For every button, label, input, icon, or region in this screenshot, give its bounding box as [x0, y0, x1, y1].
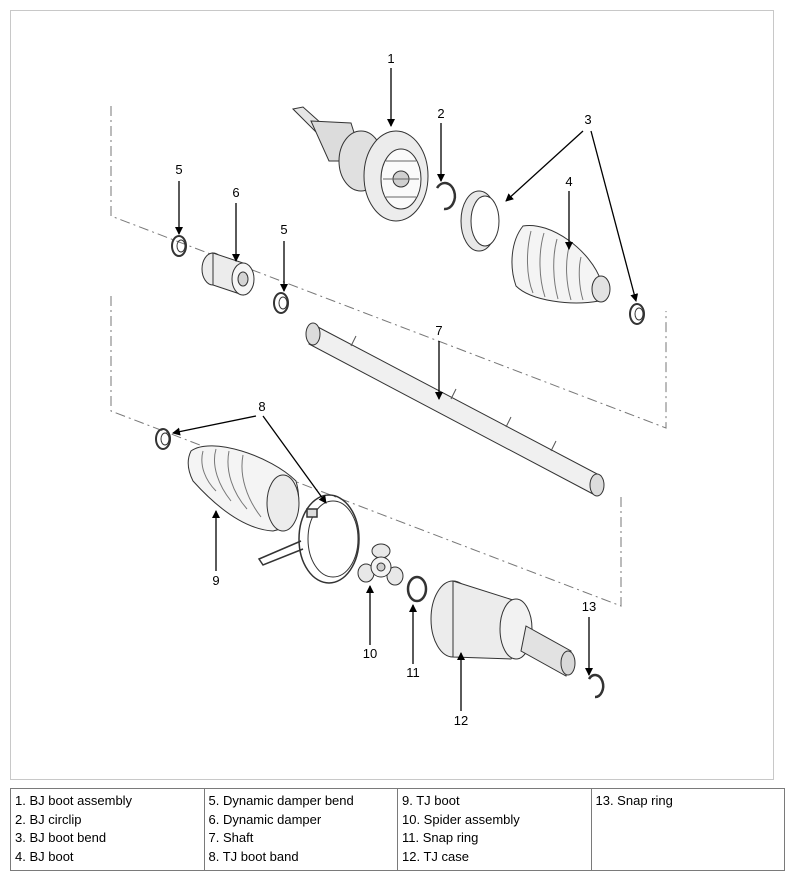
arrow-3b — [590, 130, 639, 302]
legend-item: 9. TJ boot — [402, 793, 460, 808]
legend-row: 1. BJ boot assembly 2. BJ circlip 3. BJ … — [10, 788, 785, 871]
parts-legend-table: 1. BJ boot assembly 2. BJ circlip 3. BJ … — [10, 788, 785, 871]
callout-10: 10 — [363, 646, 377, 661]
callout-2: 2 — [437, 106, 444, 121]
callout-labels: 1 2 3 4 5 5 6 7 8 9 10 11 12 13 — [175, 51, 596, 728]
tj-boot-band-part — [257, 494, 360, 584]
dynamic-damper-part — [201, 252, 255, 296]
legend-item: 5. Dynamic damper bend — [208, 793, 354, 808]
tj-snap-ring-part — [406, 575, 428, 603]
legend-item: 13. Snap ring — [595, 793, 673, 808]
tj-small-band-part — [155, 428, 171, 450]
shaft-part — [305, 322, 605, 497]
bj-small-band-part — [629, 303, 645, 325]
legend-item: 12. TJ case — [402, 848, 469, 864]
bj-boot-bend-part — [460, 190, 500, 252]
arrow-8a — [172, 415, 257, 436]
bj-circlip-part — [435, 181, 457, 211]
legend-item: 3. BJ boot bend — [15, 830, 107, 845]
callout-12: 12 — [454, 713, 468, 728]
tj-case-part — [430, 580, 576, 677]
legend-column-3: 9. TJ boot 10. Spider assembly 11. Snap … — [397, 788, 592, 871]
legend-item: 11. Snap ring — [402, 830, 479, 845]
legend-column-1: 1. BJ boot assembly 2. BJ circlip 3. BJ … — [10, 788, 205, 871]
alignment-guides — [110, 106, 667, 607]
callout-5a: 5 — [175, 162, 182, 177]
leader-arrows — [172, 68, 639, 711]
spider-assembly-part — [357, 543, 404, 586]
legend-item: 7. Shaft — [208, 830, 254, 845]
legend-item: 4. BJ boot — [15, 848, 74, 864]
drive-shaft-exploded-view: 1 2 3 4 5 5 6 7 8 9 10 11 12 13 — [110, 51, 667, 728]
callout-3: 3 — [584, 112, 591, 127]
callout-8: 8 — [258, 399, 265, 414]
arrow-3a — [505, 130, 584, 202]
bj-boot-assembly-part — [291, 106, 429, 222]
tj-boot-part — [187, 445, 300, 532]
legend-item: 1. BJ boot assembly — [15, 793, 133, 808]
exploded-diagram-panel: 1 2 3 4 5 5 6 7 8 9 10 11 12 13 — [10, 10, 774, 780]
bj-boot-part — [511, 224, 611, 304]
legend-item: 8. TJ boot band — [208, 848, 299, 864]
legend-column-2: 5. Dynamic damper bend 6. Dynamic damper… — [203, 788, 398, 871]
callout-5b: 5 — [280, 222, 287, 237]
callout-11: 11 — [406, 665, 420, 680]
legend-item: 6. Dynamic damper — [208, 811, 322, 827]
callout-6: 6 — [232, 185, 239, 200]
callout-4: 4 — [565, 174, 572, 189]
dynamic-damper-bend-part — [171, 235, 289, 314]
callout-1: 1 — [387, 51, 394, 66]
callout-9: 9 — [212, 573, 219, 588]
legend-item: 10. Spider assembly — [402, 811, 520, 827]
callout-13: 13 — [582, 599, 596, 614]
callout-7: 7 — [435, 323, 442, 338]
legend-column-4: 13. Snap ring — [590, 788, 785, 871]
legend-item: 2. BJ circlip — [15, 811, 82, 827]
snap-ring-13-part — [587, 673, 605, 699]
arrow-8b — [262, 415, 327, 504]
